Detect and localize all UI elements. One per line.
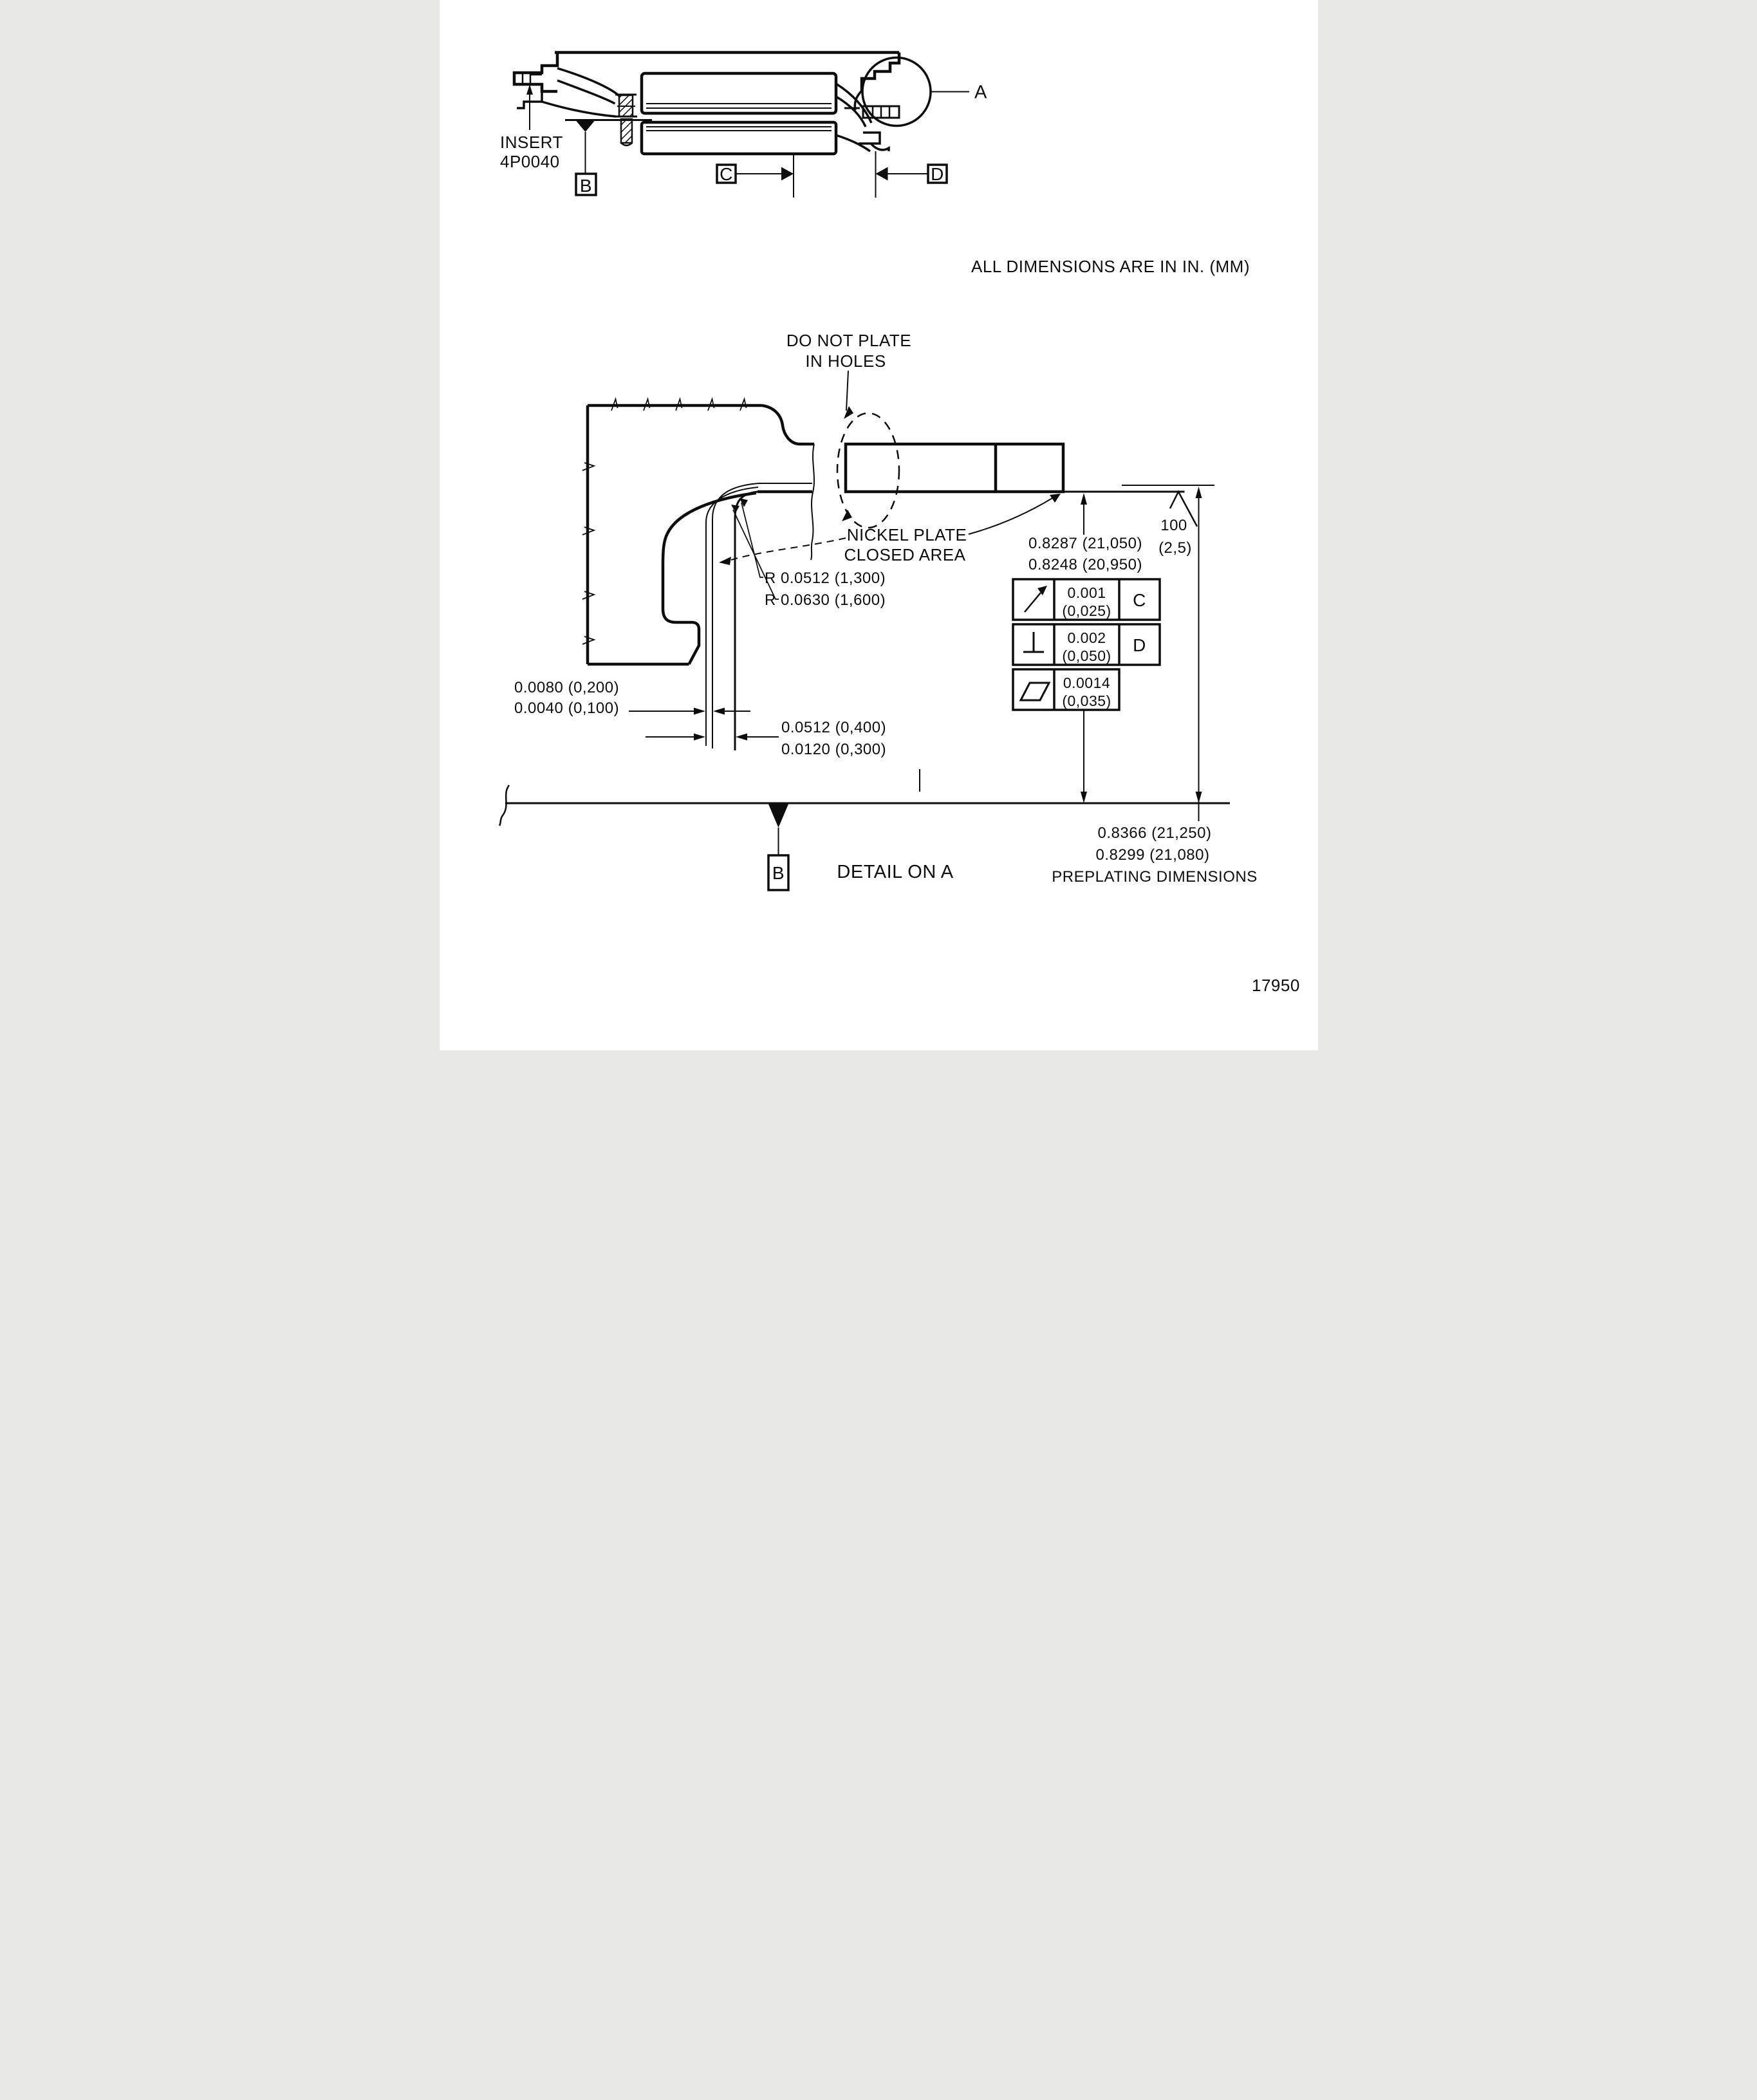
surface-finish-symbol: 100 (2,5)	[1158, 490, 1198, 557]
fcf-runout: 0.001 (0,025) C	[1011, 578, 1161, 621]
perpendicularity-icon	[1023, 632, 1044, 653]
wall-offset-text-2: 0.0120 (0,300)	[781, 741, 886, 758]
do-not-plate-label-1: DO NOT PLATE	[786, 331, 911, 350]
left-flange	[512, 52, 559, 109]
drawing-page: A INSERT 4P0040 B C	[439, 0, 1318, 1050]
arrow-icon	[841, 510, 852, 521]
datum-d-letter: D	[931, 164, 944, 184]
fcf1-datum: C	[1133, 590, 1146, 610]
upper-rim-section	[640, 71, 837, 115]
datum-arrow-icon	[875, 167, 888, 181]
preplating-text-2: 0.8299 (21,080)	[1095, 846, 1209, 864]
plated-height-text-1: 0.8287 (21,050)	[1028, 535, 1142, 552]
nickel-plate-callout: NICKEL PLATE CLOSED AREA	[718, 494, 1061, 565]
surface-roughness-value: 100	[1160, 517, 1187, 534]
surface-finish-icon	[1169, 490, 1198, 527]
plated-height-text-2: 0.8248 (20,950)	[1028, 556, 1142, 573]
arrow-icon	[730, 505, 739, 513]
arrow-icon	[735, 733, 747, 741]
fcf1-tol-mm: (0,025)	[1062, 602, 1111, 619]
fcf3-tol: 0.0014	[1063, 674, 1110, 691]
runout-icon	[1023, 592, 1041, 613]
datum-b-bottom: B	[767, 804, 790, 891]
fcf2-tol: 0.002	[1067, 629, 1106, 646]
right-web-outline	[835, 82, 873, 153]
fcf-flatness: 0.0014 (0,035)	[1011, 668, 1120, 711]
engineering-drawing: A INSERT 4P0040 B C	[439, 0, 1318, 1050]
nickel-plate-label-2: CLOSED AREA	[844, 545, 965, 564]
arrow-icon	[718, 557, 731, 565]
preplating-dimension: 0.8366 (21,250) 0.8299 (21,080) PREPLATI…	[1052, 487, 1257, 886]
arrow-icon	[1080, 493, 1087, 505]
fcf-perpendicularity: 0.002 (0,050) D	[1011, 623, 1161, 666]
insert-label-2: 4P0040	[500, 152, 560, 171]
do-not-plate-label-2: IN HOLES	[805, 351, 886, 371]
flatness-icon	[1019, 682, 1050, 702]
preplating-text-1: 0.8366 (21,250)	[1097, 824, 1211, 842]
insert-callout: INSERT 4P0040	[500, 84, 563, 171]
datum-c-top: C	[715, 154, 794, 198]
units-note: ALL DIMENSIONS ARE IN IN. (MM)	[971, 257, 1250, 276]
top-view: A INSERT 4P0040 B C	[500, 51, 987, 198]
radius-dim-text-1: R 0.0512 (1,300)	[765, 570, 886, 587]
plated-block	[836, 412, 1214, 529]
arrow-icon	[1049, 494, 1061, 503]
surface-roughness-mm: (2,5)	[1158, 539, 1192, 557]
detail-view: DO NOT PLATE IN HOLES	[498, 331, 1257, 891]
nickel-plate-label-1: NICKEL PLATE	[846, 525, 967, 544]
datum-triangle-icon	[768, 804, 788, 828]
left-web-outline	[541, 67, 620, 118]
datum-arrow-icon	[781, 167, 794, 181]
plating-thickness-text-1: 0.0080 (0,200)	[514, 679, 619, 696]
break-line-wavy	[810, 443, 815, 561]
plating-thickness-dimension: 0.0080 (0,200) 0.0040 (0,100)	[514, 679, 750, 717]
arrow-icon	[693, 733, 705, 741]
do-not-plate-zone-oval	[836, 412, 900, 529]
arrow-icon	[1195, 792, 1202, 803]
datum-triangle-icon	[575, 120, 595, 132]
datum-b-letter: B	[579, 176, 591, 196]
wall-offset-dimension: 0.0512 (0,400) 0.0120 (0,300)	[645, 719, 886, 758]
step-profile	[661, 491, 756, 665]
baseline	[498, 769, 1230, 826]
arrow-icon	[693, 707, 705, 715]
feature-control-frames: 0.001 (0,025) C 0.002 (0,050) D 0.0014 (…	[1011, 578, 1161, 711]
break-ticks	[610, 396, 747, 411]
break-ticks	[582, 462, 596, 645]
detail-a-circle	[860, 56, 932, 127]
arrow-icon	[843, 406, 853, 419]
datum-c-letter: C	[720, 164, 733, 184]
figure-number: 17950	[1252, 976, 1300, 995]
detail-view-title: DETAIL ON A	[837, 862, 953, 882]
fcf3-tol-mm: (0,035)	[1062, 692, 1111, 709]
fcf2-tol-mm: (0,050)	[1062, 647, 1111, 664]
arrow-up-icon	[526, 84, 533, 95]
plating-thickness-text-2: 0.0040 (0,100)	[514, 700, 619, 717]
arrow-icon	[712, 707, 725, 715]
part-outline	[582, 396, 815, 666]
datum-d-top: D	[875, 151, 948, 198]
detail-a-label: A	[974, 82, 987, 103]
datum-b-bottom-letter: B	[772, 863, 784, 883]
insert-label-1: INSERT	[500, 133, 563, 152]
bolt-stud-hatched	[620, 118, 633, 144]
preplating-label: PREPLATING DIMENSIONS	[1052, 868, 1257, 886]
right-flange	[844, 52, 900, 151]
runout-icon	[1037, 586, 1047, 595]
radius-dimension: R 0.0512 (1,300) R 0.0630 (1,600)	[730, 498, 886, 609]
wall-offset-text-1: 0.0512 (0,400)	[781, 719, 886, 736]
fcf1-tol: 0.001	[1067, 584, 1106, 601]
radius-dim-text-2: R 0.0630 (1,600)	[765, 591, 886, 609]
plating-corner	[705, 483, 812, 750]
fcf2-datum: D	[1133, 635, 1146, 655]
plated-height-dimension: 0.8287 (21,050) 0.8248 (20,950)	[1028, 493, 1142, 803]
do-not-plate-leader	[845, 370, 849, 411]
lower-rim-section	[640, 120, 837, 156]
arrow-icon	[739, 498, 748, 507]
datum-b-top: B	[564, 119, 652, 196]
break-curl	[498, 785, 510, 826]
arrow-icon	[1195, 487, 1202, 498]
arrow-icon	[1080, 792, 1087, 803]
